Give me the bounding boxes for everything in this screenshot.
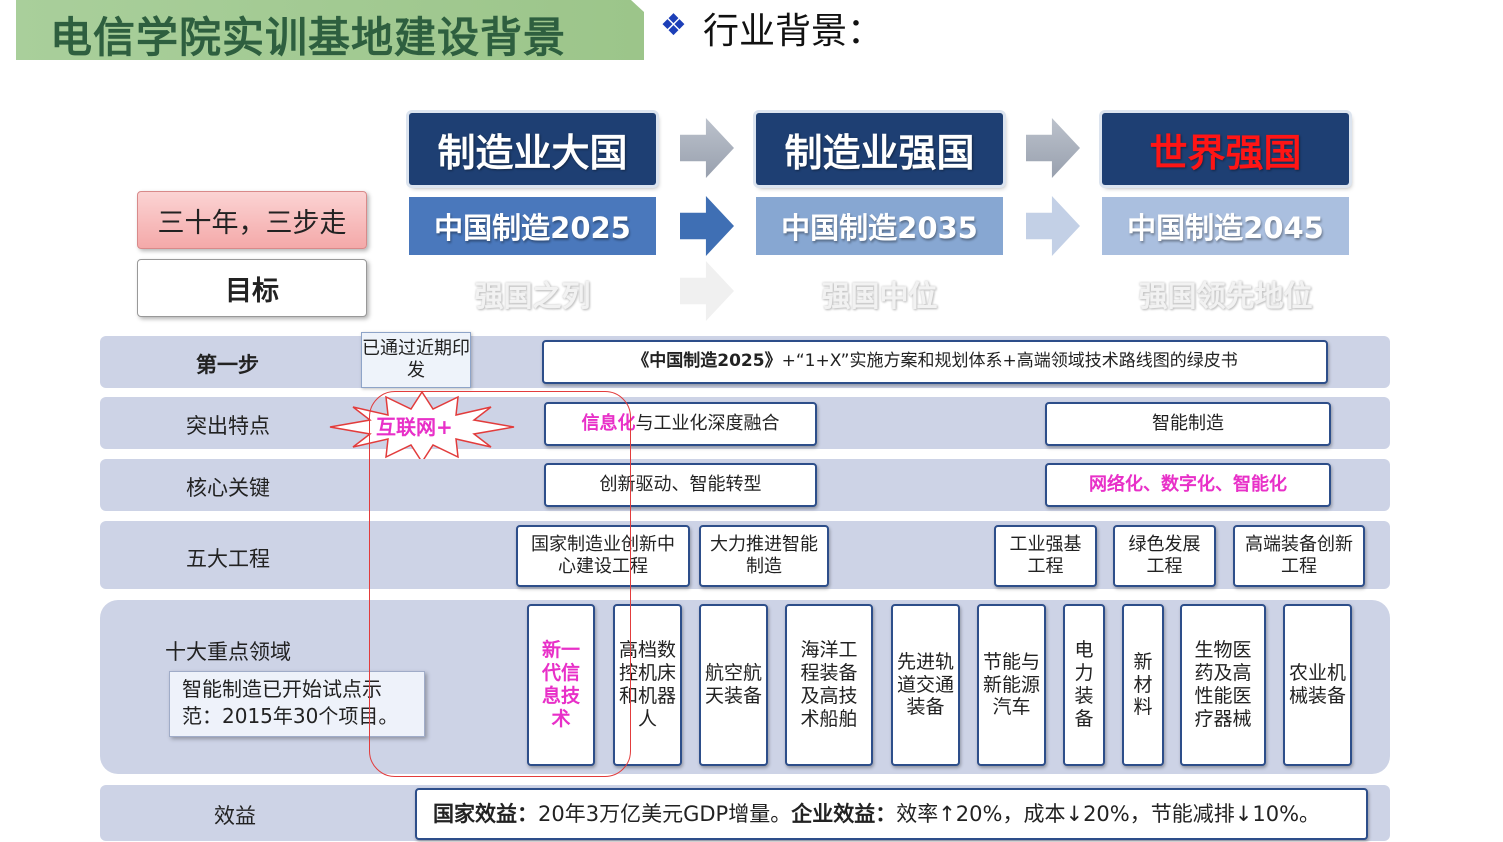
field-item: 先进轨道交通装备 [891,604,960,766]
step1-content: 《中国制造2025》+“1+X”实施方案和规划体系+高端领域技术路线图的绿皮书 [542,340,1328,384]
enterprise-benefit-value: 效率↑20%，成本↓20%，节能减排↓10%。 [896,801,1321,826]
goal-label: 目标 [137,259,367,317]
project-item: 绿色发展工程 [1113,525,1216,587]
strategy-label: 三十年，三步走 [137,191,367,249]
stage-1: 制造业大国 [409,113,656,185]
diamond-bullet-icon: ❖ [660,8,687,43]
field-item: 海洋工程装备及高技术船舶 [785,604,873,766]
stage-3: 世界强国 [1102,113,1349,185]
project-item: 工业强基工程 [994,525,1097,587]
benefit-content: 国家效益：20年3万亿美元GDP增量。企业效益：效率↑20%，成本↓20%，节能… [415,788,1368,840]
stage-2: 制造业强国 [756,113,1003,185]
features-highlight: 信息化 [581,412,636,434]
arrow-right-icon [680,196,734,256]
core-right: 网络化、数字化、智能化 [1045,463,1331,507]
plan-2025: 中国制造2025 [409,197,656,255]
field-item: 新材料 [1122,604,1164,766]
step1-content-title: 《中国制造2025》 [632,351,782,372]
internet-plus-label: 互联网+ [376,415,453,439]
row-label-features: 突出特点 [186,414,270,438]
field-item: 高档数控机床和机器人 [613,604,682,766]
goal-1: 强国之列 [474,279,591,313]
field-item: 航空航天装备 [699,604,768,766]
row-label-step1: 第一步 [196,353,259,377]
status-badge: 已通过近期印发 [361,332,471,388]
enterprise-benefit-label: 企业效益： [791,801,897,826]
title-banner [16,0,644,60]
arrow-right-icon [680,261,734,321]
row-label-projects: 五大工程 [186,547,270,571]
highlight-outline [369,391,631,777]
arrow-right-icon [1026,196,1080,256]
row-label-benefit: 效益 [214,804,256,828]
goal-2: 强国中位 [821,279,938,313]
project-item: 高端装备创新工程 [1233,525,1365,587]
plan-2045: 中国制造2045 [1102,197,1349,255]
field-item: 电力装备 [1063,604,1105,766]
core-left: 创新驱动、智能转型 [544,463,817,507]
national-benefit-value: 20年3万亿美元GDP增量。 [538,801,792,826]
field-item: 农业机械装备 [1283,604,1352,766]
pilot-note: 智能制造已开始试点示范：2015年30个项目。 [169,671,425,737]
features-right: 智能制造 [1045,402,1331,446]
arrow-right-icon [1026,118,1080,178]
features-left-rest: 与工业化深度融合 [635,412,780,434]
features-left: 信息化与工业化深度融合 [544,402,817,446]
page-title: 电信学院实训基地建设背景 [50,13,567,62]
project-item: 大力推进智能制造 [699,525,829,587]
plan-2035: 中国制造2035 [756,197,1003,255]
step1-content-rest: +“1+X”实施方案和规划体系+高端领域技术路线图的绿皮书 [781,351,1238,372]
row-label-core: 核心关键 [186,476,270,500]
field-item: 新一代信息技术 [527,604,595,766]
section-heading: 行业背景： [703,11,884,52]
field-item: 生物医药及高性能医疗器械 [1180,604,1266,766]
row-label-fields: 十大重点领域 [165,640,291,664]
national-benefit-label: 国家效益： [433,801,538,826]
field-item: 节能与新能源汽车 [977,604,1046,766]
arrow-right-icon [680,118,734,178]
goal-3: 强国领先地位 [1138,279,1313,313]
project-item: 国家制造业创新中心建设工程 [516,525,690,587]
